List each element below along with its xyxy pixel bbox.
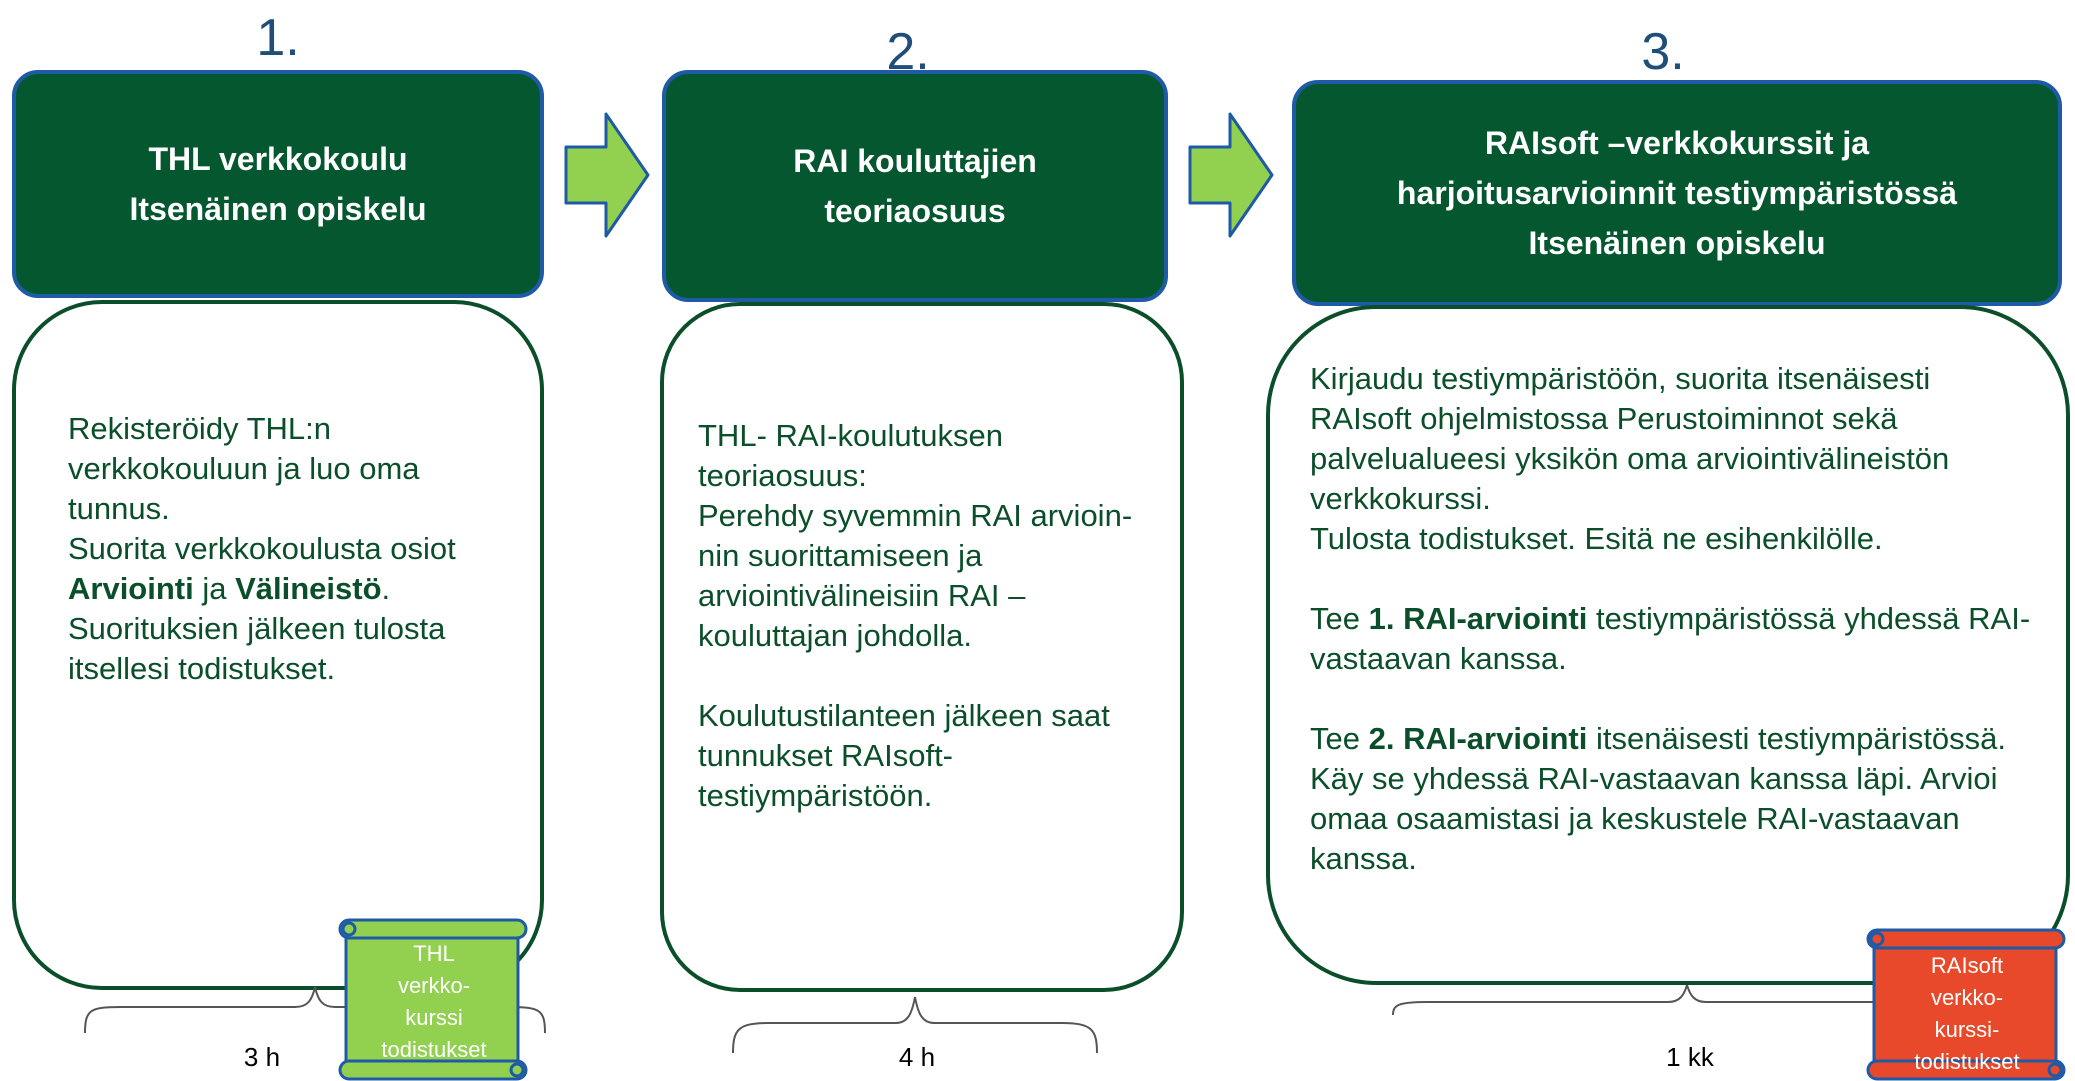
step-3-title-line-3: Itsenäinen opiskelu xyxy=(1528,225,1826,261)
step-2-line: Koulutustilanteen jälkeen saat xyxy=(698,698,1110,733)
step-3-duration: 1 kk xyxy=(1666,1042,1714,1072)
step-2-line: arviointivälineisiin RAI – xyxy=(698,578,1026,613)
step-2-header: RAI kouluttajien teoriaosuus xyxy=(662,70,1168,302)
step-3-header: RAIsoft –verkkokurssit ja harjoitusarvio… xyxy=(1292,80,2062,306)
arviointi-bold: Arviointi xyxy=(68,571,194,606)
step-2-line: tunnukset RAIsoft- xyxy=(698,738,954,773)
certificate-2-label: RAIsoft verkko- kurssi- todistukset xyxy=(1874,950,2060,1078)
step-2-line: teoriaosuus: xyxy=(698,458,867,493)
rai-arviointi-2-bold: 2. RAI-arviointi xyxy=(1368,721,1588,756)
step-3-body: Kirjaudu testiympäristöön, suorita itsen… xyxy=(1266,305,2070,985)
connector-text: ja xyxy=(193,571,236,606)
step-2-line: Perehdy syvemmin RAI arvioin- xyxy=(698,498,1133,533)
period-text: . xyxy=(381,571,391,606)
step-3-line: Tee 1. RAI-arviointi testiympäristössä y… xyxy=(1310,599,2066,639)
step-3-line: omaa osaamistasi ja keskustele RAI-vasta… xyxy=(1310,801,1960,836)
step-3-line: Tulosta todistukset. Esitä ne esihenkilö… xyxy=(1310,521,1883,556)
step-1-header: THL verkkokoulu Itsenäinen opiskelu xyxy=(12,70,544,298)
valineisto-bold: Välineistö xyxy=(235,571,382,606)
certificate-1-line: THL xyxy=(413,941,455,966)
step-3-line: Kirjaudu testiympäristöön, suorita itsen… xyxy=(1310,361,1931,396)
step-3-line: vastaavan kanssa. xyxy=(1310,641,1567,676)
step-1-line: Rekisteröidy THL:n xyxy=(68,411,332,446)
step-3-line: verkkokurssi. xyxy=(1310,481,1491,516)
right-arrow-icon xyxy=(1188,112,1274,238)
step-2-body: THL- RAI-koulutuksen teoriaosuus: Perehd… xyxy=(660,302,1184,992)
step-2-line: nin suorittamiseen ja xyxy=(698,538,983,573)
step-3-line: palvelualueesi yksikön oma arviointiväli… xyxy=(1310,441,1950,476)
certificate-2-line: kurssi- xyxy=(1934,1017,2000,1042)
step-1-duration: 3 h xyxy=(243,1042,281,1072)
certificate-2-line: verkko- xyxy=(1930,985,2004,1010)
step-3-title-line-1: RAIsoft –verkkokurssit ja xyxy=(1484,125,1870,161)
right-arrow-icon xyxy=(564,112,650,238)
step-1-line: Suorituksien jälkeen tulosta xyxy=(68,611,446,646)
step-2-line: testiympäristöön. xyxy=(698,778,933,813)
step-3-title-line-2: harjoitusarvioinnit testiympäristössä xyxy=(1396,175,1958,211)
certificate-1-line: verkko- xyxy=(397,973,471,998)
scroll-icon xyxy=(1866,928,2066,1081)
brace-icon xyxy=(732,996,1098,1054)
certificate-1-label: THL verkko- kurssi todistukset xyxy=(346,938,522,1066)
scroll-icon xyxy=(338,918,528,1081)
step-3-line: Käy se yhdessä RAI-vastaavan kanssa läpi… xyxy=(1310,761,1998,796)
step-1-line: verkkokouluun ja luo oma xyxy=(68,451,420,486)
step-1-line: tunnus. xyxy=(68,491,170,526)
step-2-line: THL- RAI-koulutuksen xyxy=(698,418,1003,453)
step-3-line: kanssa. xyxy=(1310,841,1417,876)
step-2-title-line-2: teoriaosuus xyxy=(824,193,1006,229)
certificate-2-line: todistukset xyxy=(1914,1049,2020,1074)
certificate-2-line: RAIsoft xyxy=(1930,953,2004,978)
step-2-line: kouluttajan johdolla. xyxy=(698,618,973,653)
step-1-number: 1. xyxy=(256,9,300,67)
step-1-line: itsellesi todistukset. xyxy=(68,651,336,686)
step-2-title-line-1: RAI kouluttajien xyxy=(793,143,1037,179)
tee-text: Tee xyxy=(1310,721,1369,756)
step-3-number: 3. xyxy=(1641,23,1685,81)
step-3-text: itsenäisesti testiympäristössä. xyxy=(1587,721,2007,756)
certificate-1-line: todistukset xyxy=(381,1037,487,1062)
step-3-line: Tee 2. RAI-arviointi itsenäisesti testiy… xyxy=(1310,719,2066,759)
step-1-title-line-1: THL verkkokoulu xyxy=(148,141,408,177)
step-2-duration: 4 h xyxy=(898,1042,936,1072)
step-3-line: RAIsoft ohjelmistossa Perustoiminnot sek… xyxy=(1310,401,1898,436)
certificate-1-line: kurssi xyxy=(405,1005,463,1030)
step-1-line: Arviointi ja Välineistö. xyxy=(68,569,520,609)
step-1-title-line-2: Itsenäinen opiskelu xyxy=(129,191,427,227)
step-3-text: testiympäristössä yhdessä RAI- xyxy=(1587,601,2031,636)
rai-arviointi-1-bold: 1. RAI-arviointi xyxy=(1368,601,1588,636)
step-1-body: Rekisteröidy THL:n verkkokouluun ja luo … xyxy=(12,300,544,990)
brace-icon xyxy=(84,986,546,1034)
step-1-line: Suorita verkkokoulusta osiot xyxy=(68,531,456,566)
tee-text: Tee xyxy=(1310,601,1369,636)
